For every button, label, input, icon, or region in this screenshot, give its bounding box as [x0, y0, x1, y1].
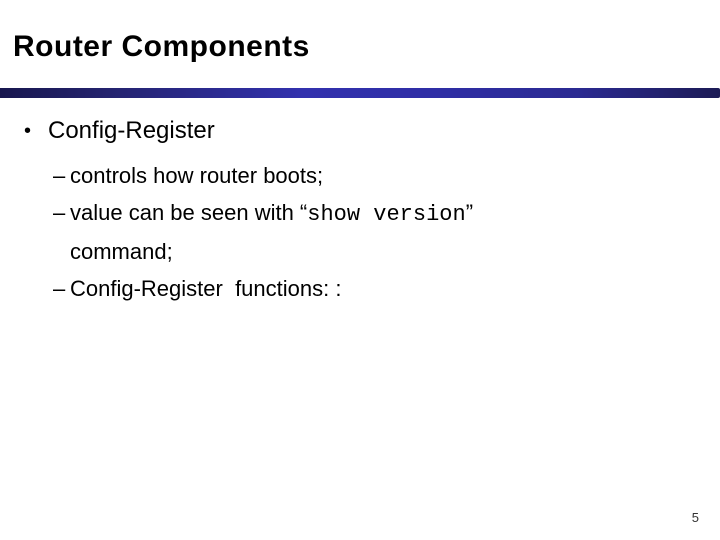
bullet-marker-dash: –: [53, 276, 66, 301]
title-divider-bar: [0, 88, 720, 98]
bullet-text-segment: value can be seen with “: [70, 200, 308, 225]
bullet-marker-dash: –: [53, 163, 66, 188]
bullet-item-level2: – controls how router boots;: [53, 157, 680, 194]
bullet-text: Config-Register functions: :: [70, 276, 342, 301]
bullet-item-level2: – Config-Register functions: :: [53, 270, 680, 307]
slide-body: • Config-Register – controls how router …: [0, 108, 680, 307]
bullet-text: Config-Register: [48, 117, 215, 144]
bullet-text: value can be seen with “show version” com…: [70, 194, 680, 270]
bullet-text-wrapped-line: command;: [70, 239, 173, 264]
bullet-item-level2: – value can be seen with “show version” c…: [53, 194, 680, 270]
bullet-text: controls how router boots;: [70, 163, 324, 188]
command-code-text: show version: [307, 202, 466, 227]
slide-title: Router Components: [13, 30, 310, 63]
bullet-marker-dot: •: [24, 120, 32, 142]
bullet-text-segment: ”: [465, 200, 474, 225]
bullet-item-level1: • Config-Register: [24, 115, 680, 147]
slide-page-number: 5: [691, 510, 699, 525]
bullet-marker-dash: –: [53, 200, 66, 225]
